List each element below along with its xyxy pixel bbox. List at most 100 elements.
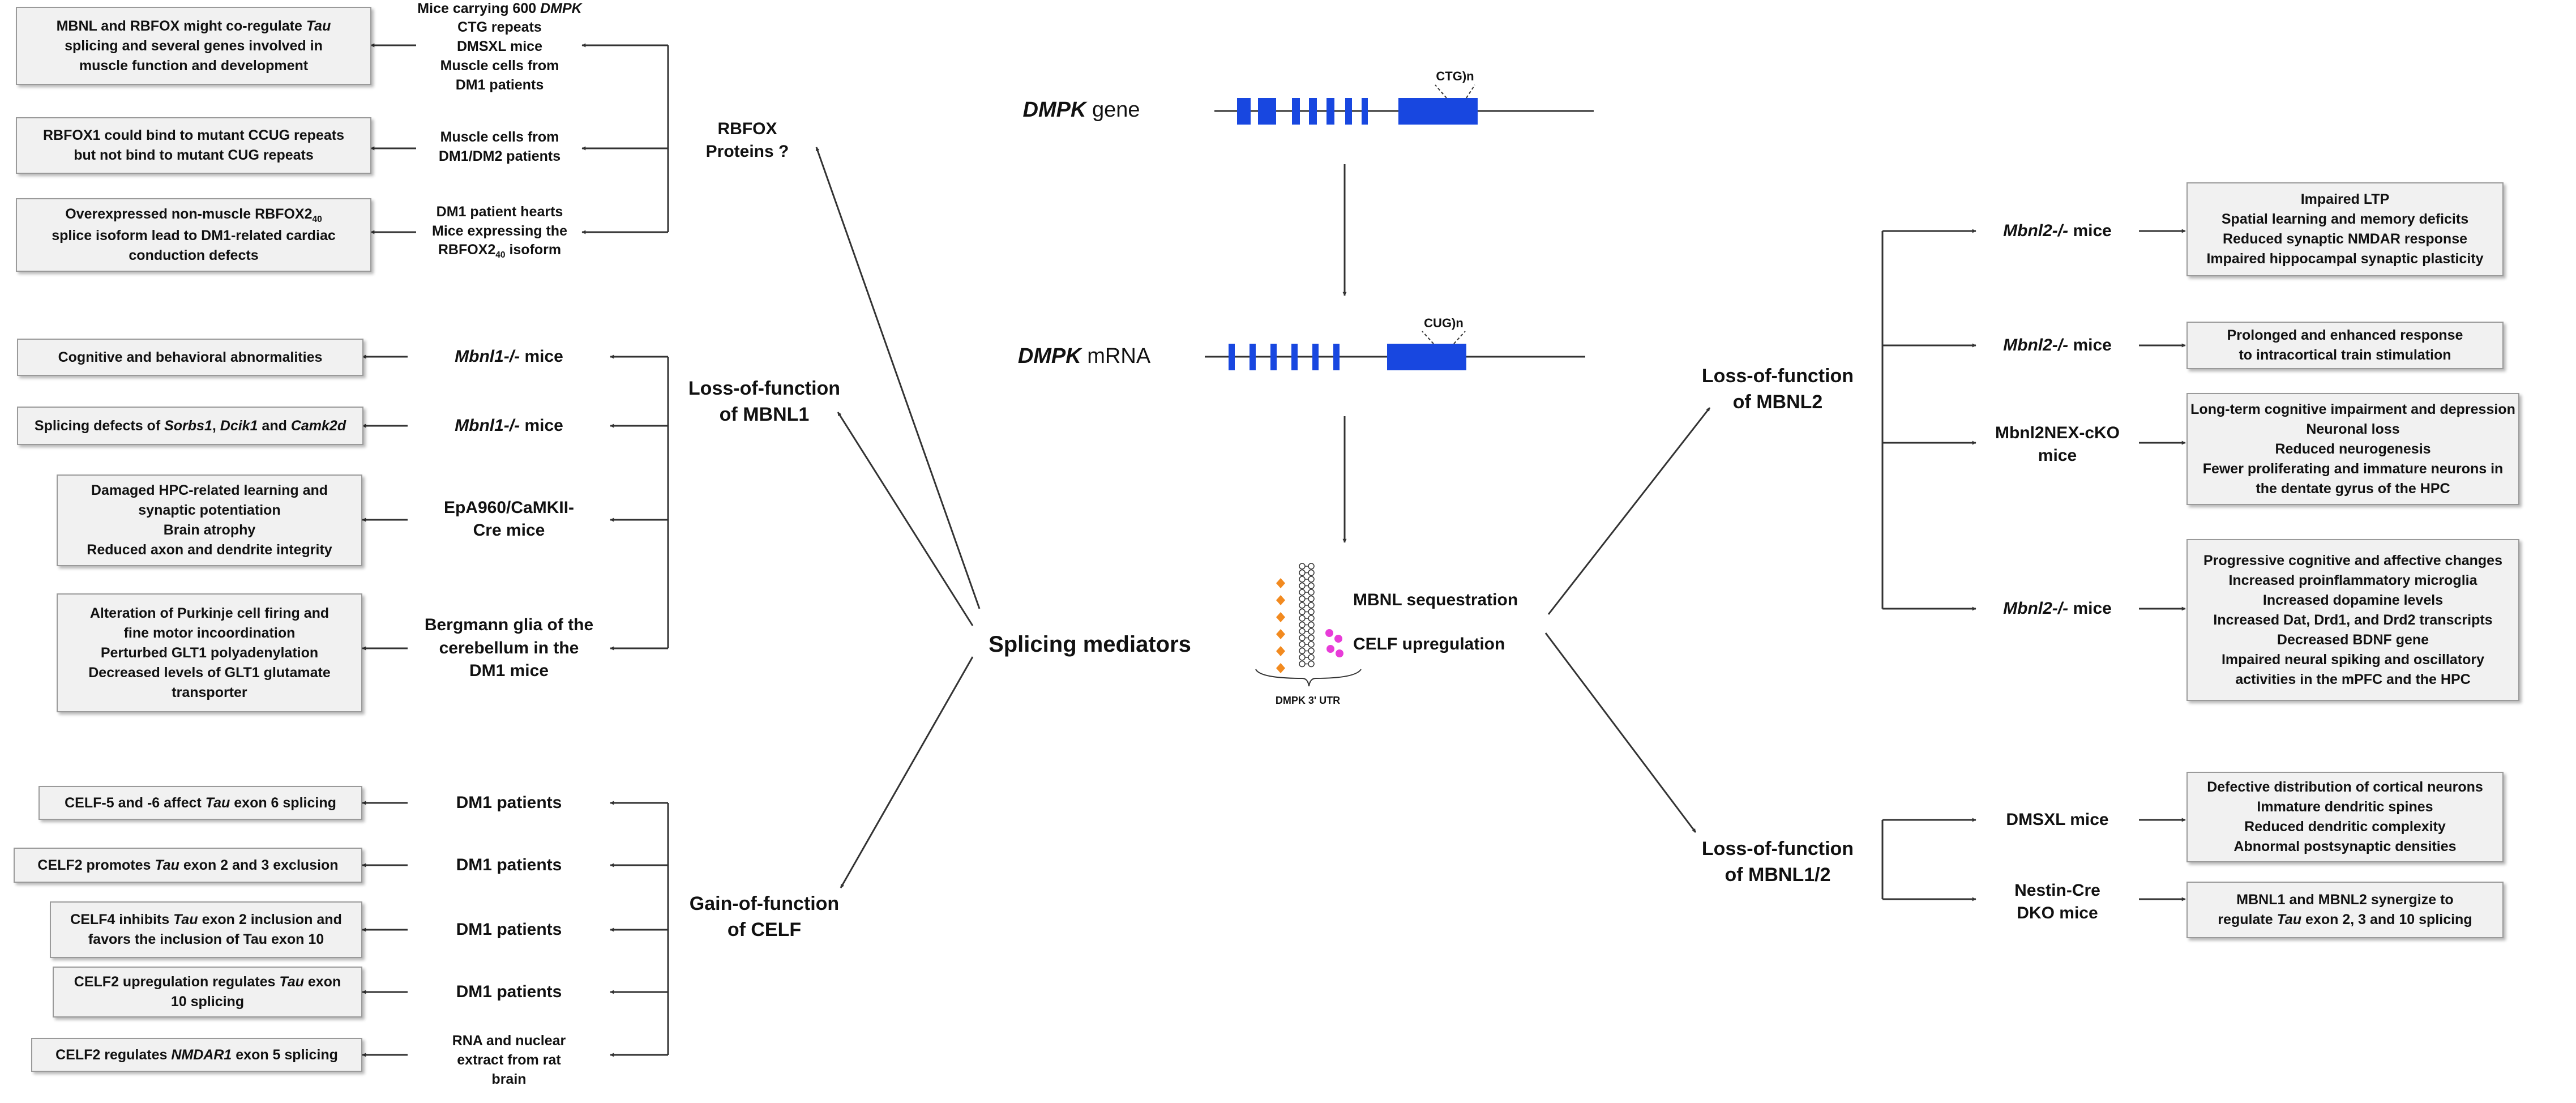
mbnl2-model-2: Mbnl2-/- mice [1976, 328, 2139, 362]
finding-line: Spatial learning and memory deficits [2221, 211, 2469, 227]
finding-line: activities in the mPFC and the HPC [2235, 671, 2471, 687]
hairpin-nucleotide [1308, 576, 1315, 583]
finding-line: MBNL and RBFOX might co-regulate Tau [56, 18, 331, 34]
arrow-to-rbfox [815, 147, 981, 609]
hairpin-nucleotide [1299, 602, 1306, 609]
celf-model-4: DM1 patients [408, 975, 610, 1009]
finding-line: splicing and several genes involved in [65, 37, 323, 54]
finding-line: Impaired LTP [2300, 191, 2390, 207]
model-line: Mbnl1-/- mice [455, 416, 563, 435]
hairpin-nucleotide [1308, 602, 1315, 609]
mbnl2-finding-box-4: Progressive cognitive and affective chan… [2186, 539, 2519, 701]
mbnl1-model-3: EpA960/CaMKII- Cre mice [408, 482, 610, 556]
model-line: Bergmann glia of the [424, 615, 594, 635]
hairpin-nucleotide [1299, 576, 1306, 583]
finding-line: conduction defects [129, 247, 259, 263]
model-line: Mbnl2-/- mice [2003, 598, 2112, 618]
finding-line: Fewer proliferating and immature neurons… [2202, 460, 2504, 477]
mbnl-protein-marker [1276, 646, 1285, 656]
hairpin-nucleotide [1299, 641, 1306, 648]
model-line: DM1 mice [469, 661, 549, 681]
hairpin-nucleotide [1308, 628, 1315, 635]
finding-line: Prolonged and enhanced response [2227, 327, 2463, 343]
finding-line: CELF2 regulates NMDAR1 exon 5 splicing [55, 1046, 338, 1063]
celf-model-5: RNA and nuclear extract from rat brain [408, 1024, 610, 1097]
hairpin-nucleotide [1299, 569, 1306, 576]
finding-line: Increased Dat, Drd1, and Drd2 transcript… [2213, 612, 2493, 628]
arrow-to-mbnl1 [837, 412, 974, 626]
celf-finding-box-1: CELF-5 and -6 affect Tau exon 6 splicing [38, 786, 362, 820]
mbnl2-model-1: Mbnl2-/- mice [1976, 214, 2139, 248]
finding-line: transporter [172, 684, 247, 700]
finding-line: synaptic potentiation [138, 502, 281, 518]
cug-repeat-label: CUG)n [1424, 316, 1464, 331]
finding-line: fine motor incoordination [123, 625, 296, 641]
model-line: brain [491, 1071, 527, 1087]
model-line: mice [2038, 446, 2077, 465]
finding-line: to intracortical train stimulation [2239, 347, 2451, 363]
celf-protein-marker [1334, 635, 1342, 643]
model-line: extract from rat [457, 1052, 561, 1068]
model-line: DM1/DM2 patients [438, 148, 561, 164]
finding-line: splice isoform lead to DM1-related cardi… [52, 227, 336, 243]
hairpin-nucleotide [1299, 628, 1306, 635]
model-line: DM1 patient hearts [436, 203, 563, 220]
finding-line: Alteration of Purkinje cell firing and [89, 605, 330, 621]
rbfox-bracket [370, 43, 669, 234]
hairpin-nucleotide [1308, 608, 1315, 615]
hairpin-nucleotide [1308, 563, 1315, 570]
hairpin-nucleotide [1308, 615, 1315, 622]
celf-bracket [362, 801, 669, 1057]
hairpin-nucleotide [1299, 582, 1306, 589]
model-line: Mbnl2-/- mice [2003, 221, 2112, 240]
finding-line: RBFOX1 could bind to mutant CCUG repeats [43, 127, 344, 143]
model-line: Mbnl1-/- mice [455, 347, 563, 366]
mbnl12-finding-box-1: Defective distribution of cortical neuro… [2186, 772, 2504, 862]
finding-line: CELF2 promotes Tau exon 2 and 3 exclusio… [37, 857, 339, 873]
model-line: Mbnl2-/- mice [2003, 335, 2112, 354]
dmpk-mrna-drawing [1205, 331, 1585, 370]
model-line: Mbnl2NEX-cKO [1995, 423, 2120, 442]
model-line: Nestin-Cre [2014, 880, 2100, 900]
arrow-to-celf [840, 656, 974, 888]
hairpin-nucleotide [1299, 595, 1306, 602]
model-line: RNA and nuclear [452, 1033, 566, 1049]
arrow-to-mbnl2 [1547, 407, 1711, 615]
model-line: Muscle cells from [440, 129, 559, 145]
finding-line: favors the inclusion of Tau exon 10 [88, 931, 324, 947]
finding-line: CELF-5 and -6 affect Tau exon 6 splicing [65, 794, 336, 811]
finding-line: Long-term cognitive impairment and depre… [2190, 401, 2515, 417]
splicing-mediators-label: Splicing mediators [989, 632, 1191, 657]
mbnl2-finding-box-3: Long-term cognitive impairment and depre… [2186, 393, 2519, 505]
finding-line: Damaged HPC-related learning and [91, 482, 328, 498]
model-line: RBFOX240 isoform [438, 242, 562, 260]
finding-line: Decreased levels of GLT1 glutamate [88, 664, 331, 681]
mbnl2-model-4: Mbnl2-/- mice [1976, 592, 2139, 626]
finding-line: Brain atrophy [163, 522, 256, 538]
hairpin-nucleotide [1308, 582, 1315, 589]
model-line: DM1 patients [456, 982, 562, 1001]
finding-line: 10 splicing [170, 994, 245, 1010]
model-line: Cre mice [473, 521, 545, 540]
mbnl1-model-2: Mbnl1-/- mice [408, 409, 610, 443]
mbnl2-bracket [1881, 229, 2186, 611]
finding-line: but not bind to mutant CUG repeats [74, 147, 314, 163]
model-line: EpA960/CaMKII- [443, 498, 575, 517]
finding-line: CELF4 inhibits Tau exon 2 inclusion and [70, 912, 342, 927]
celf-model-3: DM1 patients [408, 913, 610, 947]
finding-line: the dentate gyrus of the HPC [2256, 480, 2450, 497]
hairpin-nucleotide [1299, 563, 1306, 570]
finding-line: Impaired hippocampal synaptic plasticity [2206, 251, 2484, 267]
model-line: DM1 patients [456, 920, 562, 939]
hairpin-nucleotide [1299, 615, 1306, 622]
model-line: Mice carrying 600 DMPK [417, 0, 582, 16]
